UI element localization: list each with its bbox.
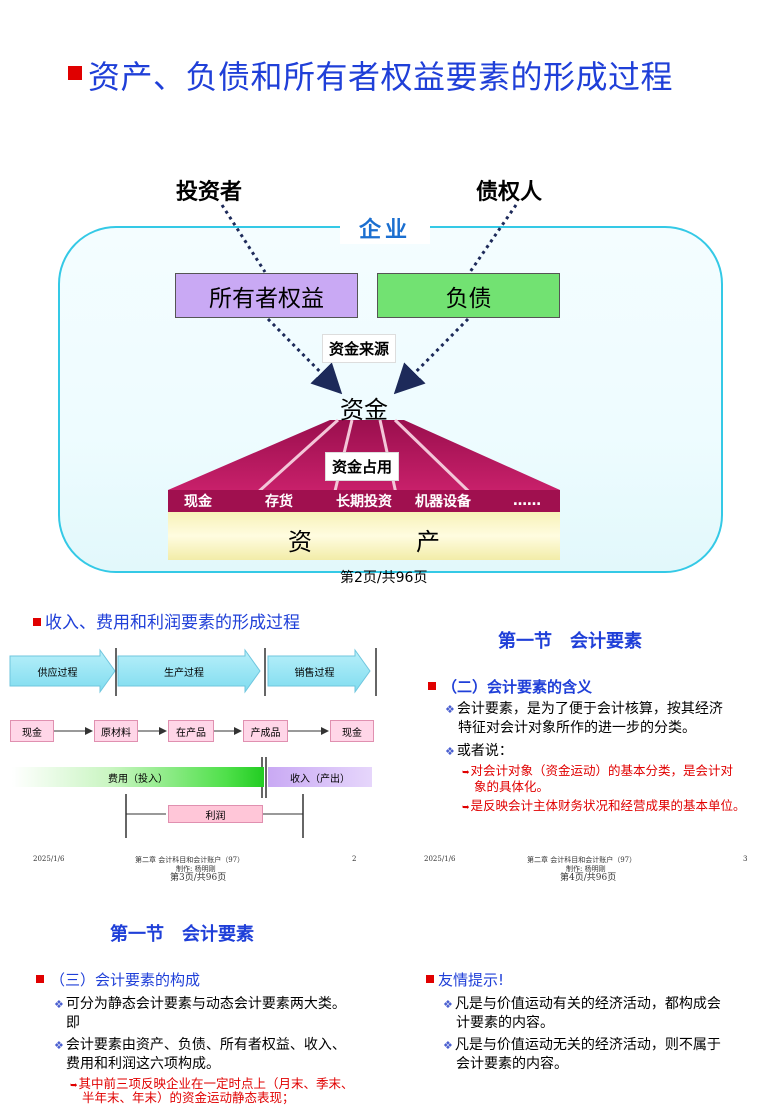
slide3-footer-maker: 制作: 杨明刚 [566,865,606,873]
slide5-heading-text: （三）会计要素的构成 [50,971,201,989]
slide2-title: 收入、费用和利润要素的形成过程 [33,608,300,633]
production-process-label: 生产过程 [164,667,204,679]
slide6-bullet-2: ❖凡是与价值运动无关的经济活动，则不属于 [443,1034,721,1054]
assets-label-2: 产 [416,528,440,556]
slide3-footer-date: 2025/1/6 [424,855,456,863]
slide3-sub-2: ➥是反映会计主体财务状况和经营成果的基本单位。 [462,795,746,814]
flow-raw-materials: 原材料 [94,720,138,742]
slide3-heading: （二）会计要素的含义 [428,676,592,697]
slide3-heading-text: （二）会计要素的含义 [442,678,593,696]
slide2-footer-maker: 制作: 杨明刚 [176,865,216,873]
slide6-bullet-1-line-2: 计要素的内容。 [456,1015,554,1031]
slide2-footer-number: 2 [352,855,357,863]
red-square-bullet-icon [33,618,41,626]
flow-cash-1: 现金 [10,720,54,742]
creditor-arrow [468,204,518,273]
red-square-bullet-icon [36,975,44,983]
flow-finished-goods: 产成品 [243,720,288,742]
creditor-label: 债权人 [476,180,543,205]
diamond-bullet-icon: ❖ [445,745,455,758]
fund-label: 资金 [340,396,388,424]
slide6-bullet-2-line-2: 会计要素的内容。 [456,1056,568,1072]
red-square-bullet-icon [68,66,82,80]
fund-source-label: 资金来源 [322,334,397,363]
slide6-heading-text: 友情提示! [438,971,505,989]
slide1-title-text: 资产、负债和所有者权益要素的形成过程 [88,58,674,96]
slide3-bullet-1-line-1: 会计要素，是为了便于会计核算，按其经济 [456,701,723,717]
page-indicator-3: 第4页/共96页 [560,873,617,883]
slide6-heading: 友情提示! [426,969,504,990]
slide5-sub-1-line-2: 半年末、年末）的资金运动静态表现； [82,1090,295,1105]
category-machinery: 机器设备 [415,494,471,510]
slide3-footer-number: 3 [743,855,748,863]
flow-work-in-progress: 在产品 [168,720,214,742]
diamond-bullet-icon: ❖ [443,1039,453,1052]
sales-process-arrow [267,648,371,694]
slide1-title: 资产、负债和所有者权益要素的形成过程 [62,52,762,96]
pointer-bullet-icon: ➥ [462,803,470,813]
slide3-sub-1: ➥对会计对象（资金运动）的基本分类，是会计对 [462,760,733,779]
slide3-sub-1-line-1: 对会计对象（资金运动）的基本分类，是会计对 [470,763,734,778]
production-process-arrow [117,648,261,694]
slide6-bullet-1-line-1: 凡是与价值运动有关的经济活动，都构成会 [454,996,721,1012]
investor-label: 投资者 [176,180,243,205]
slide5-bullet-2-line-2: 费用和利润这六项构成。 [66,1056,220,1072]
enterprise-label: 企业 [340,212,430,244]
category-inventory: 存货 [265,494,293,510]
slide6-bullet-2-line-1: 凡是与价值运动无关的经济活动，则不属于 [454,1037,721,1053]
diamond-bullet-icon: ❖ [54,1039,64,1052]
slide5-section-title: 第一节 会计要素 [110,924,254,945]
slide5-sub-1: ➥其中前三项反映企业在一定时点上（月末、季末、 [70,1073,354,1092]
diamond-bullet-icon: ❖ [54,998,64,1011]
category-long-term-investment: 长期投资 [336,494,392,510]
slide5-bullet-1-line-1: 可分为静态会计要素与动态会计要素两大类。 [65,996,346,1012]
slide2-footer-date: 2025/1/6 [33,855,65,863]
slide5-bullet-2-line-1: 会计要素由资产、负债、所有者权益、收入、 [65,1037,346,1053]
category-ellipsis: …… [513,493,541,509]
fund-use-label: 资金占用 [325,452,400,481]
cost-bar: 费用（投入） [12,767,264,787]
slide2-diagram-graphics [9,648,377,838]
red-square-bullet-icon [426,975,434,983]
slide5-sub-1-line-1: 其中前三项反映企业在一定时点上（月末、季末、 [78,1076,354,1091]
slide3-section-title: 第一节 会计要素 [498,631,642,652]
slide6-bullet-1: ❖凡是与价值运动有关的经济活动，都构成会 [443,993,721,1013]
pointer-bullet-icon: ➥ [462,768,470,778]
assets-label-1: 资 [288,528,312,556]
slide3-bullet-2: ❖或者说： [445,740,513,760]
owner-equity-box: 所有者权益 [175,273,358,318]
page-indicator-1: 第2页/共96页 [340,570,428,586]
liabilities-box: 负债 [377,273,560,318]
supply-process-arrow [9,648,116,694]
slide3-bullet-1-line-2: 特征对会计对象所作的进一步的分类。 [458,720,696,736]
diamond-bullet-icon: ❖ [445,703,455,716]
slide5-bullet-1: ❖可分为静态会计要素与动态会计要素两大类。 [54,993,346,1013]
category-cash: 现金 [184,494,212,510]
page-indicator-2: 第3页/共96页 [170,873,227,883]
slide3-sub-1-line-2: 象的具体化。 [474,779,550,794]
assets-bar [168,512,560,560]
pointer-bullet-icon: ➥ [70,1081,78,1091]
red-square-bullet-icon [428,682,436,690]
slide2-footer-chapter: 第二章 会计科目和会计账户（97） [135,856,245,864]
profit-box: 利润 [168,805,263,823]
slide3-sub-2-text: 是反映会计主体财务状况和经营成果的基本单位。 [470,798,746,813]
slide5-heading: （三）会计要素的构成 [36,969,200,990]
slide3-bullet-1: ❖会计要素，是为了便于会计核算，按其经济 [445,698,723,718]
slide5-bullet-1-line-2: 即 [66,1015,80,1031]
supply-process-label: 供应过程 [37,667,78,679]
revenue-bar: 收入（产出） [268,767,372,787]
slide3-bullet-2-text: 或者说： [456,743,513,759]
liability-to-fund-arrow [393,317,470,395]
slide5-bullet-2: ❖会计要素由资产、负债、所有者权益、收入、 [54,1034,346,1054]
investor-arrow [220,204,267,273]
diamond-bullet-icon: ❖ [443,998,453,1011]
slide3-footer-chapter: 第二章 会计科目和会计账户（97） [527,856,637,864]
flow-cash-2: 现金 [330,720,374,742]
sales-process-label: 销售过程 [294,667,335,679]
equity-to-fund-arrow [266,317,343,395]
slide2-title-text: 收入、费用和利润要素的形成过程 [45,613,300,633]
